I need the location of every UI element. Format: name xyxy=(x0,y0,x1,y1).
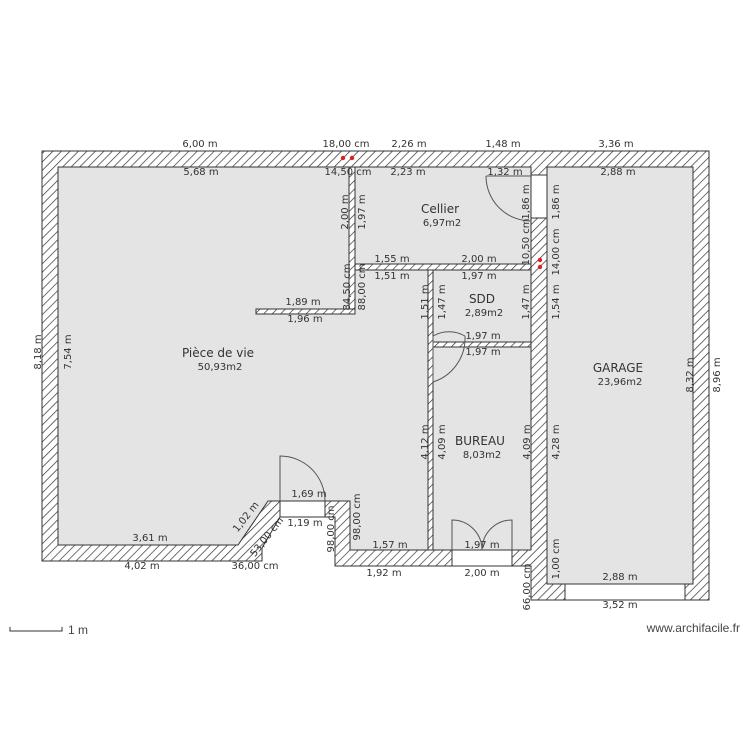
dimension-label: 5,68 m xyxy=(183,167,218,178)
dimension-label: 1,86 m xyxy=(521,184,532,219)
dimension-label: 14,00 cm xyxy=(551,228,562,275)
dimension-label: 1,32 m xyxy=(487,167,522,178)
dimension-label: 8,96 m xyxy=(712,357,723,392)
sdd-bureau-left-wall xyxy=(427,269,434,551)
dimension-label: 88,00 cm xyxy=(357,263,368,310)
dimension-label: 8,18 m xyxy=(33,334,44,369)
dimension-label: 3,36 m xyxy=(598,139,633,150)
main-floor xyxy=(57,166,532,551)
dimension-label: 2,88 m xyxy=(600,167,635,178)
dimension-label: 4,09 m xyxy=(522,424,533,459)
room-name: BUREAU xyxy=(455,434,505,448)
dimension-label: 10,50 cm xyxy=(521,218,532,265)
dimension-label: 1,97 m xyxy=(464,540,499,551)
dimension-label: 3,52 m xyxy=(602,600,637,611)
dimension-label: 2,00 m xyxy=(461,254,496,265)
bureau-door-opening[interactable] xyxy=(451,549,513,567)
bureau-door-left-swing xyxy=(451,519,483,551)
dimension-label: 1,54 m xyxy=(551,284,562,319)
dimension-label: 2,00 m xyxy=(464,568,499,579)
cellier-door-swing xyxy=(485,175,532,222)
dimension-label: 1,97 m xyxy=(461,271,496,282)
dimension-label: 3,61 m xyxy=(132,533,167,544)
dimension-label: 2,23 m xyxy=(390,167,425,178)
dimension-label: 1,57 m xyxy=(372,540,407,551)
room-area: 6,97m2 xyxy=(423,218,461,229)
dimension-label: 66,00 cm xyxy=(522,563,533,610)
wall-markers xyxy=(340,155,543,270)
marker-dot xyxy=(537,264,543,270)
marker-dot xyxy=(340,155,346,161)
garage-side-opening xyxy=(530,174,548,219)
sdd-door-swing xyxy=(432,331,466,383)
dimension-label: 18,00 cm xyxy=(322,139,369,150)
dimension-label: 1,51 m xyxy=(420,284,431,319)
entrance-door-swing xyxy=(279,455,326,502)
dimension-label: 14,50 cm xyxy=(324,167,371,178)
dimension-label: 2,26 m xyxy=(391,139,426,150)
dimension-label: 4,09 m xyxy=(437,424,448,459)
garage-door-opening[interactable] xyxy=(564,583,686,601)
dimension-label: 36,00 cm xyxy=(231,561,278,572)
dimension-label: 1,69 m xyxy=(291,489,326,500)
dimension-label: 8,32 m xyxy=(685,357,696,392)
room-name: Pièce de vie xyxy=(182,346,254,360)
dimension-label: 2,88 m xyxy=(602,572,637,583)
dimension-label: 1,97 m xyxy=(465,347,500,358)
dimension-label: 4,12 m xyxy=(420,424,431,459)
dimension-label: 4,28 m xyxy=(551,424,562,459)
watermark: www.archifacile.fr xyxy=(646,621,740,635)
dimension-label: 4,02 m xyxy=(124,561,159,572)
dimension-label: 84,50 cm xyxy=(342,263,353,310)
marker-dot xyxy=(537,257,543,263)
dimension-label: 1,19 m xyxy=(287,518,322,529)
cellier-bottom-wall xyxy=(354,263,532,271)
scale-label: 1 m xyxy=(68,623,88,637)
dimension-label: 1,89 m xyxy=(285,297,320,308)
room-area: 8,03m2 xyxy=(463,450,501,461)
scale-bar xyxy=(9,627,63,632)
room-name: Cellier xyxy=(421,202,459,216)
dimension-label: 1,96 m xyxy=(287,314,322,325)
living-partition-wall xyxy=(255,308,356,315)
dimension-label: 1,47 m xyxy=(521,284,532,319)
marker-dot xyxy=(349,155,355,161)
dimension-label: 1,97 m xyxy=(357,194,368,229)
dimension-label: 98,00 cm xyxy=(326,505,337,552)
dimension-label: 98,00 cm xyxy=(352,493,363,540)
dimension-label: 1,86 m xyxy=(551,184,562,219)
dimension-label: 1,97 m xyxy=(465,331,500,342)
bureau-door-right-swing xyxy=(481,519,513,551)
room-name: SDD xyxy=(469,292,495,306)
dimension-label: 1,47 m xyxy=(437,284,448,319)
dimension-label: 1,55 m xyxy=(374,254,409,265)
dimension-label: 2,00 m xyxy=(340,194,351,229)
dimension-label: 6,00 m xyxy=(182,139,217,150)
room-area: 50,93m2 xyxy=(198,362,243,373)
dimension-label: 1,51 m xyxy=(374,271,409,282)
dimension-label: 1,48 m xyxy=(485,139,520,150)
room-name: GARAGE xyxy=(593,361,643,375)
dimension-label: 1,00 cm xyxy=(551,539,562,580)
dimension-label: 1,92 m xyxy=(366,568,401,579)
room-area: 2,89m2 xyxy=(465,308,503,319)
entrance-door-opening[interactable] xyxy=(279,500,326,518)
room-area: 23,96m2 xyxy=(598,377,643,388)
garage-floor xyxy=(546,166,694,585)
dimension-label: 7,54 m xyxy=(63,334,74,369)
